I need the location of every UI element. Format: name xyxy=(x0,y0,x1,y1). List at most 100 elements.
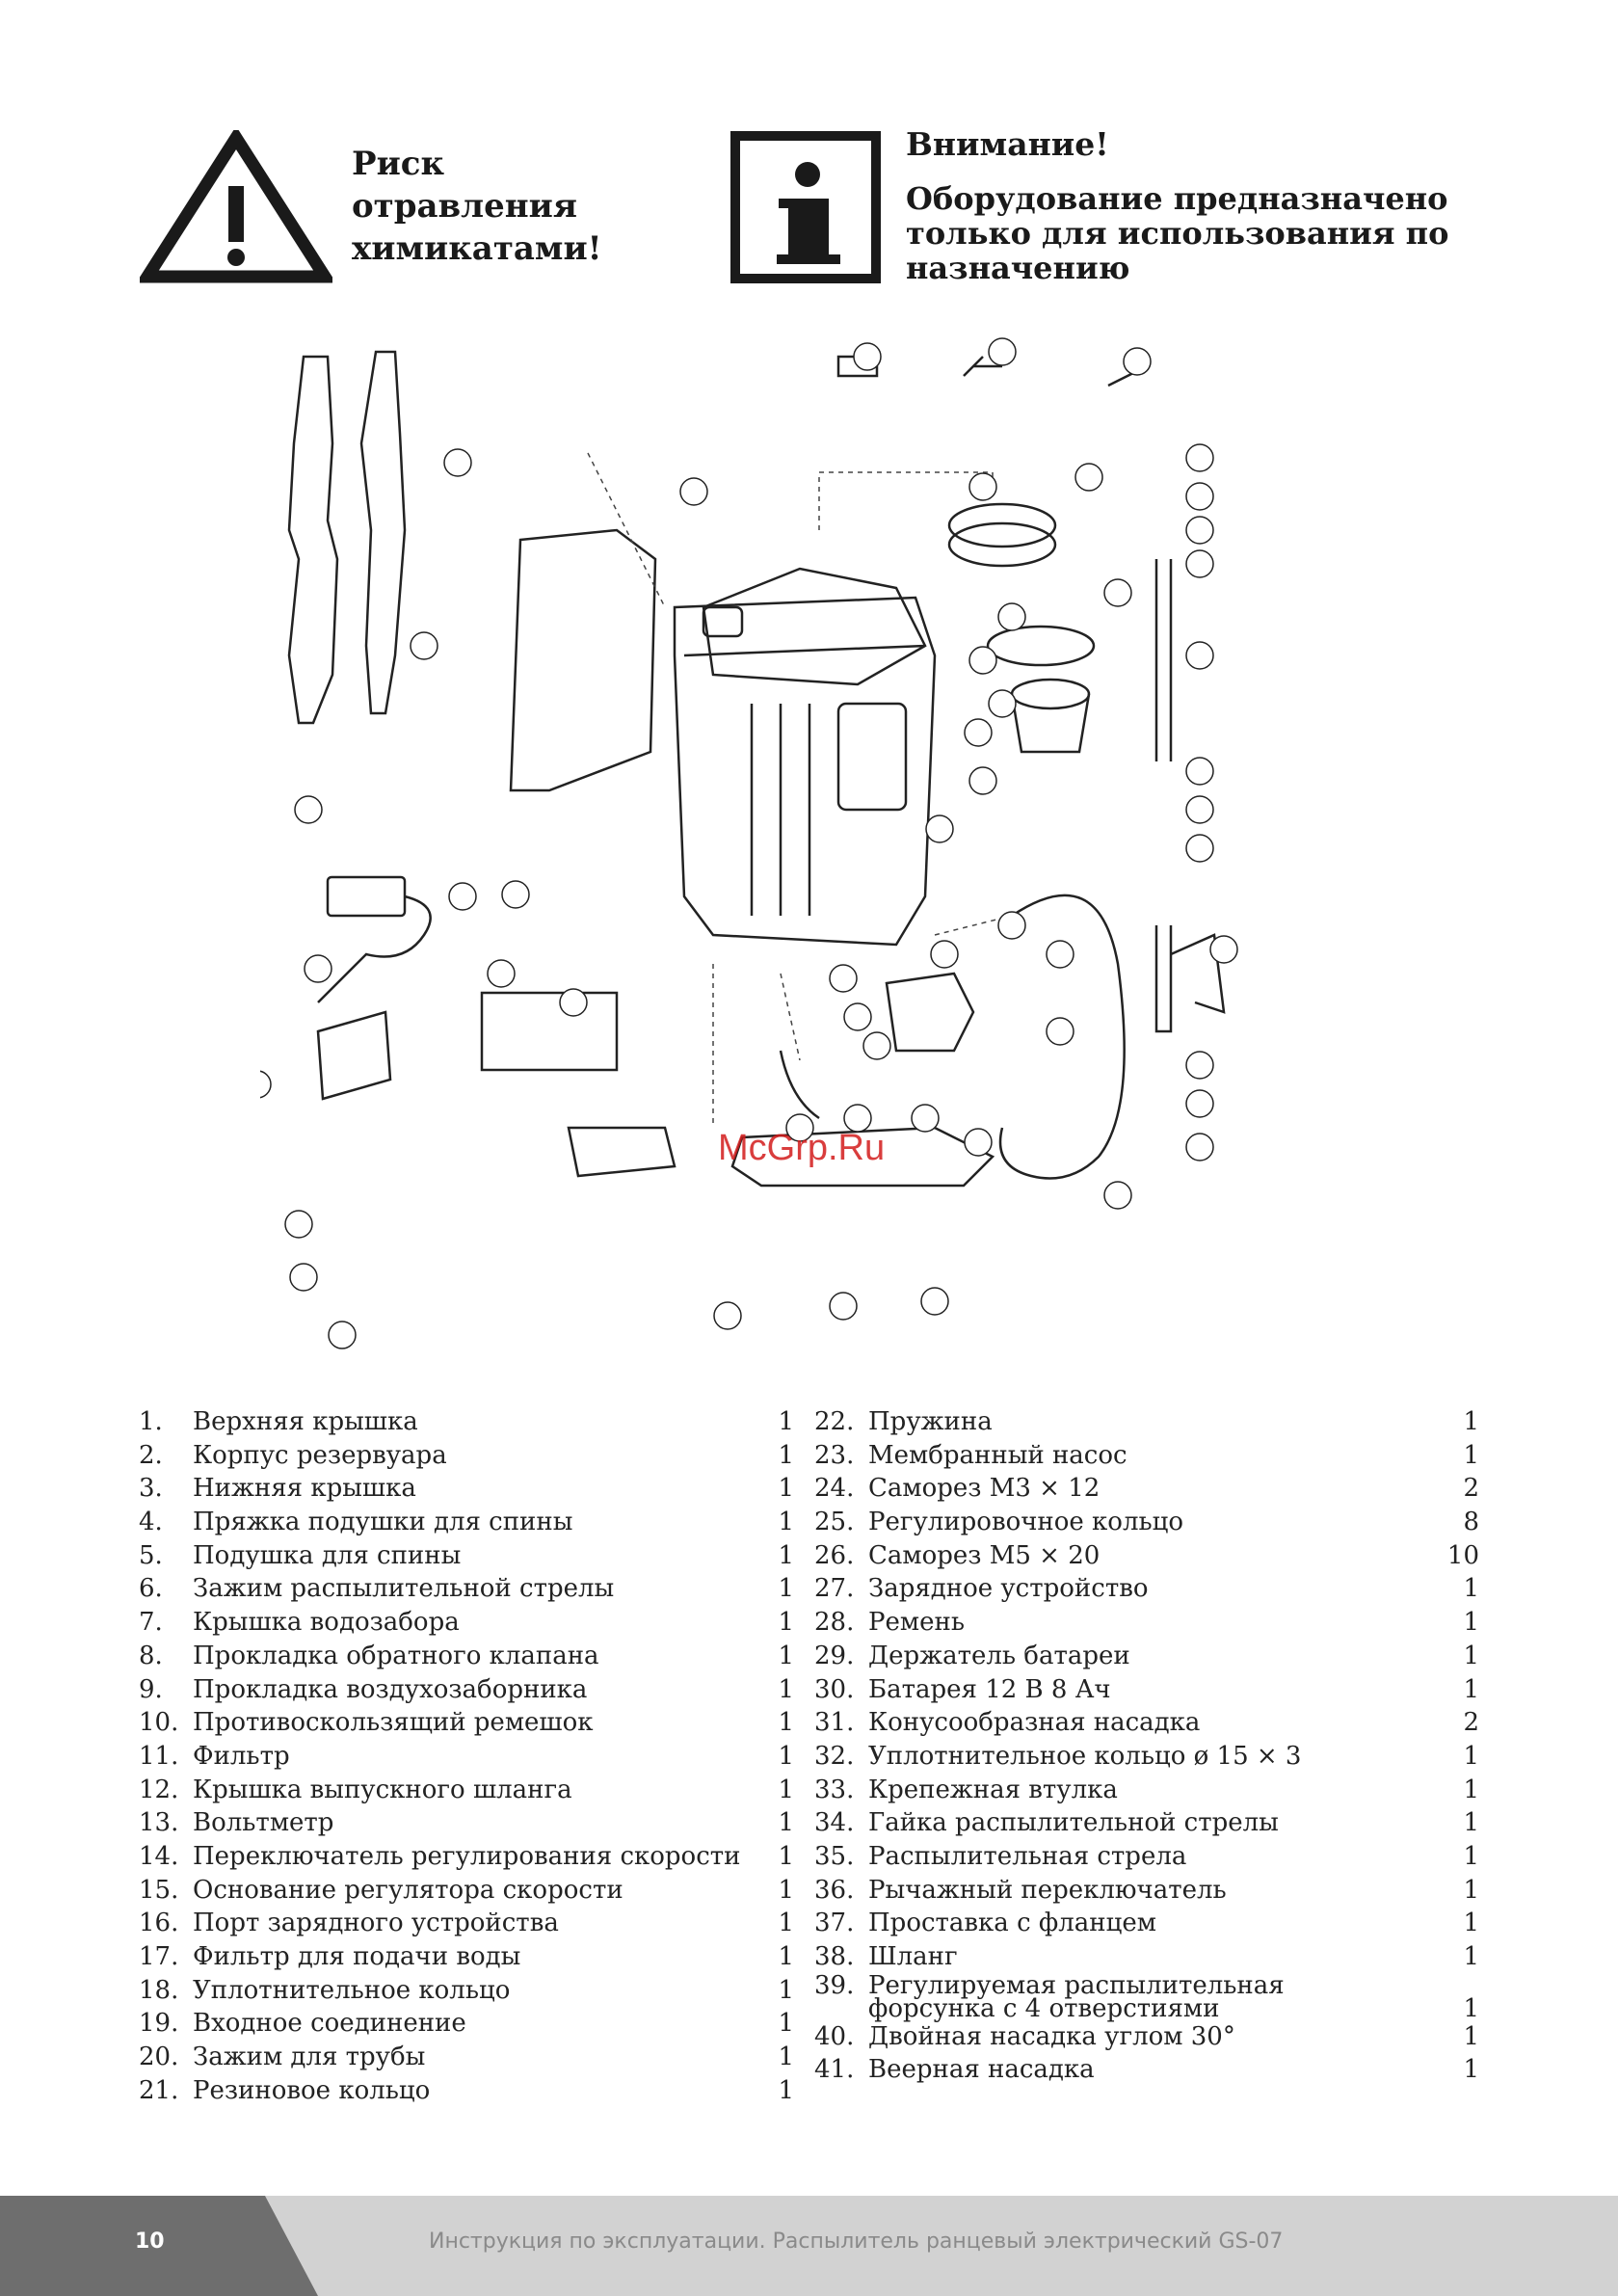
part-number: 27. xyxy=(814,1574,855,1604)
part-number: 1. xyxy=(139,1407,163,1436)
list-item: 28. Ремень 1 xyxy=(814,1606,1479,1640)
part-quantity: 1 xyxy=(1463,1641,1479,1670)
part-quantity: 1 xyxy=(778,1909,794,1938)
part-quantity: 1 xyxy=(1463,1775,1479,1804)
part-number: 10. xyxy=(139,1708,179,1738)
part-number: 17. xyxy=(139,1942,179,1971)
part-name: Пружина xyxy=(868,1407,993,1436)
part-quantity: 1 xyxy=(778,2009,794,2039)
part-quantity: 1 xyxy=(778,1508,794,1537)
part-name: Входное соединение xyxy=(193,2009,466,2039)
part-name: Корпус резервуара xyxy=(193,1440,447,1470)
part-number: 28. xyxy=(814,1608,855,1638)
part-number: 18. xyxy=(139,1975,179,2005)
part-quantity: 1 xyxy=(1463,1608,1479,1638)
part-name: Подушка для спины xyxy=(193,1540,462,1570)
list-item: 39.Регулируемая распылительная форсунка … xyxy=(814,1970,1479,2021)
part-number: 29. xyxy=(814,1641,855,1670)
part-name: Саморез М3 × 12 xyxy=(868,1474,1101,1504)
part-quantity: 1 xyxy=(778,2042,794,2072)
part-quantity: 1 xyxy=(778,1440,794,1470)
part-quantity: 1 xyxy=(1463,1741,1479,1771)
part-name: Зарядное устройство xyxy=(868,1574,1149,1604)
part-number: 4. xyxy=(139,1508,163,1537)
part-name: Уплотнительное кольцо xyxy=(193,1975,511,2005)
warning-triangle-icon xyxy=(140,130,332,283)
part-name: Пряжка подушки для спины xyxy=(193,1508,573,1537)
part-quantity: 1 xyxy=(778,1741,794,1771)
part-quantity: 1 xyxy=(778,1474,794,1504)
part-quantity: 1 xyxy=(778,1574,794,1604)
part-quantity: 1 xyxy=(1463,1841,1479,1871)
part-name: Рычажный переключатель xyxy=(868,1875,1227,1905)
part-quantity: 1 xyxy=(778,1841,794,1871)
footer-page-tab xyxy=(0,2196,318,2296)
part-number: 38. xyxy=(814,1942,855,1971)
part-quantity: 1 xyxy=(778,1975,794,2005)
part-name: Держатель батареи xyxy=(868,1641,1130,1670)
part-name: Нижняя крышка xyxy=(193,1474,416,1504)
part-number: 39. xyxy=(814,1970,855,2000)
part-name: Прокладка воздухозаборника xyxy=(193,1674,588,1704)
part-number: 9. xyxy=(139,1674,163,1704)
part-name: Фильтр xyxy=(193,1741,290,1771)
part-name: Распылительная стрела xyxy=(868,1841,1187,1871)
risk-warning-text: Риск отравления химикатами! xyxy=(352,145,602,268)
part-name: Батарея 12 В 8 Ач xyxy=(868,1674,1111,1704)
part-name: Вольтметр xyxy=(193,1808,334,1838)
part-name: Переключатель регулирования скорости xyxy=(193,1841,741,1871)
part-name: Шланг xyxy=(868,1942,958,1971)
part-quantity: 1 xyxy=(1463,1440,1479,1470)
part-number: 13. xyxy=(139,1808,179,1838)
part-number: 19. xyxy=(139,2009,179,2039)
part-quantity: 1 xyxy=(778,1407,794,1436)
part-name: Гайка распылительной стрелы xyxy=(868,1808,1279,1838)
part-quantity: 1 xyxy=(778,1708,794,1738)
part-number: 26. xyxy=(814,1540,855,1570)
exploded-parts-diagram xyxy=(260,337,1238,1349)
part-number: 41. xyxy=(814,2055,855,2085)
part-name: Резиновое кольцо xyxy=(193,2075,431,2105)
part-name: Прокладка обратного клапана xyxy=(193,1641,599,1670)
part-name: Саморез М5 × 20 xyxy=(868,1540,1101,1570)
part-number: 37. xyxy=(814,1909,855,1938)
part-name: Регулировочное кольцо xyxy=(868,1508,1184,1537)
part-number: 16. xyxy=(139,1909,179,1938)
part-name: Ремень xyxy=(868,1608,965,1638)
part-number: 31. xyxy=(814,1708,855,1738)
part-number: 21. xyxy=(139,2075,179,2105)
page-number: 10 xyxy=(135,2229,165,2254)
list-item: 19. Входное соединение 1 xyxy=(139,2007,794,2041)
part-quantity: 1 xyxy=(778,1875,794,1905)
part-quantity: 1 xyxy=(1463,2055,1479,2085)
list-item: 18. Уплотнительное кольцо 1 xyxy=(139,1974,794,2008)
part-number: 32. xyxy=(814,1741,855,1771)
part-name: Зажим распылительной стрелы xyxy=(193,1574,615,1604)
